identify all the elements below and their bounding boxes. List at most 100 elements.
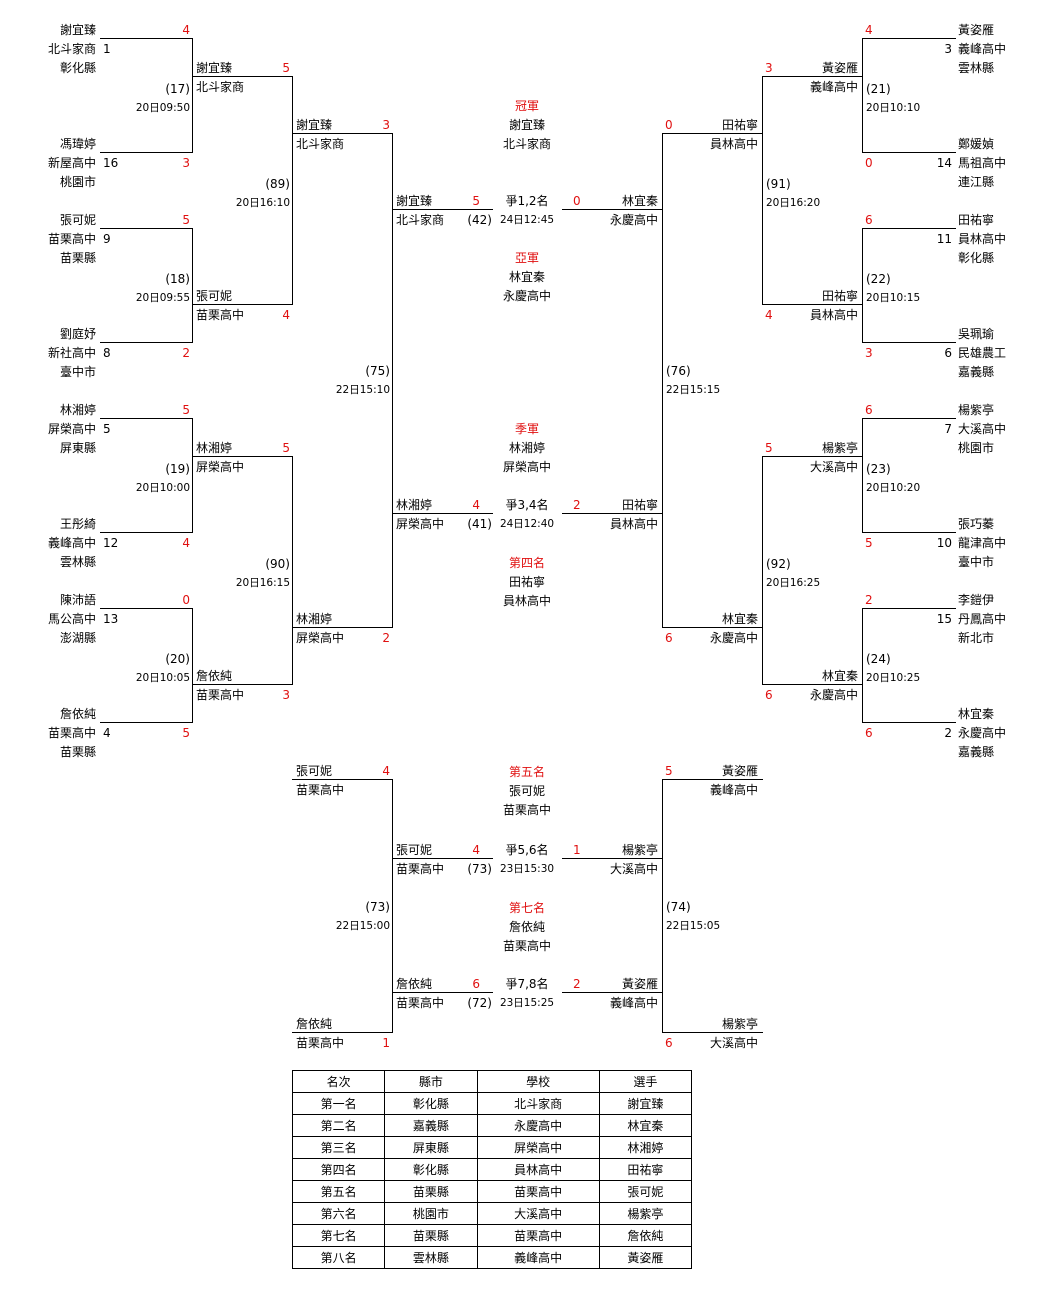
match-score: 6 [865, 726, 873, 740]
bracket-line [392, 779, 393, 1033]
match-label: 爭3,4名 [505, 498, 549, 512]
seed-number: 4 [103, 726, 111, 740]
bracket-line [192, 76, 293, 77]
match-number: (72) [467, 996, 492, 1010]
player-school: 大溪高中 [809, 460, 858, 474]
bracket-line [862, 342, 956, 343]
player-name: 張可妮 [396, 843, 433, 857]
match-number: (18) [165, 272, 190, 286]
player-school: 永慶高中 [958, 726, 1007, 740]
player-school: 員林高中 [958, 232, 1007, 246]
bracket-line [100, 228, 193, 229]
match-number: (23) [866, 462, 891, 476]
player-name: 田祐寧 [721, 118, 758, 132]
bracket-line [192, 608, 193, 723]
player-name: 楊紫亭 [621, 843, 658, 857]
bracket-line [862, 418, 956, 419]
player-school: 員林高中 [609, 517, 658, 531]
player-school: 苗栗高中 [296, 783, 345, 797]
seed-number: 11 [936, 232, 952, 246]
player-name: 詹依純 [396, 977, 433, 991]
match-score: 0 [182, 593, 190, 607]
bracket-line [562, 209, 663, 210]
player-name: 張可妮 [196, 289, 233, 303]
table-cell: 義峰高中 [476, 1246, 600, 1269]
match-time: 20日10:05 [135, 672, 190, 684]
player-name: 黃姿雁 [821, 61, 858, 75]
match-score: 5 [282, 441, 290, 455]
player-school: 新屋高中 [47, 156, 96, 170]
player-school: 大溪高中 [609, 862, 658, 876]
player-school: 義峰高中 [609, 996, 658, 1010]
bracket-line [662, 133, 663, 628]
match-time: 20日09:55 [135, 292, 190, 304]
player-name: 林宜秦 [958, 707, 995, 721]
seed-number: 7 [944, 422, 952, 436]
player-school: 員林高中 [709, 137, 758, 151]
match-number: (17) [165, 82, 190, 96]
table-row: 第四名彰化縣員林高中田祐寧 [291, 1158, 693, 1181]
player-county: 苗栗縣 [59, 251, 96, 265]
match-label: 爭1,2名 [505, 194, 549, 208]
seed-number: 14 [936, 156, 952, 170]
player-school: 大溪高中 [709, 1036, 758, 1050]
bracket-line [862, 608, 956, 609]
match-time: 20日10:10 [866, 102, 921, 114]
match-score: 2 [865, 593, 873, 607]
match-score: 5 [282, 61, 290, 75]
table-cell: 第二名 [291, 1114, 386, 1137]
player-name: 林湘婷 [196, 441, 233, 455]
table-cell: 屏東縣 [384, 1136, 478, 1159]
table-row: 第六名桃園市大溪高中楊紫亭 [291, 1202, 693, 1225]
seed-number: 9 [103, 232, 111, 246]
match-score: 6 [665, 631, 673, 645]
table-row: 第二名嘉義縣永慶高中林宜秦 [291, 1114, 693, 1137]
match-score: 5 [472, 194, 480, 208]
bracket-line [662, 779, 663, 1033]
player-school: 永慶高中 [609, 213, 658, 227]
player-school: 永慶高中 [809, 688, 858, 702]
bracket-line [862, 228, 863, 343]
table-header-row: 名次 縣市 學校 選手 [291, 1070, 693, 1093]
match-label: 爭7,8名 [505, 977, 549, 991]
match-number: (89) [265, 177, 290, 191]
player-name: 詹依純 [196, 669, 233, 683]
match-score: 4 [182, 536, 190, 550]
table-cell: 永慶高中 [476, 1114, 600, 1137]
player-county: 臺中市 [59, 365, 96, 379]
bracket-line [392, 858, 493, 859]
player-name: 謝宜臻 [396, 194, 433, 208]
player-school: 苗栗高中 [47, 232, 96, 246]
match-score: 3 [182, 156, 190, 170]
bracket-line [862, 532, 956, 533]
match-score: 5 [182, 403, 190, 417]
bracket-line [562, 992, 663, 993]
seed-number: 12 [103, 536, 119, 550]
column-header-school: 學校 [476, 1070, 600, 1093]
match-time: 22日15:05 [666, 920, 721, 932]
table-cell: 雲林縣 [384, 1246, 478, 1269]
seed-number: 1 [103, 42, 111, 56]
seed-number: 6 [944, 346, 952, 360]
table-cell: 北斗家商 [476, 1092, 600, 1115]
player-school: 苗栗高中 [196, 308, 245, 322]
placing-title: 季軍 [514, 422, 539, 436]
bracket-line [292, 627, 393, 628]
match-score: 6 [665, 1036, 673, 1050]
bracket-line [762, 456, 763, 685]
bracket-line [292, 1032, 393, 1033]
player-school: 屏榮高中 [296, 631, 345, 645]
table-cell: 第四名 [291, 1158, 386, 1181]
player-school: 馬祖高中 [958, 156, 1007, 170]
match-score: 6 [865, 403, 873, 417]
table-cell: 黃姿雁 [598, 1246, 693, 1269]
player-county: 彰化縣 [958, 251, 995, 265]
match-score: 3 [382, 118, 390, 132]
bracket-line [862, 722, 956, 723]
player-county: 新北市 [958, 631, 995, 645]
match-score: 2 [573, 977, 581, 991]
bracket-line [392, 992, 493, 993]
match-number: (73) [467, 862, 492, 876]
player-name: 林宜秦 [821, 669, 858, 683]
